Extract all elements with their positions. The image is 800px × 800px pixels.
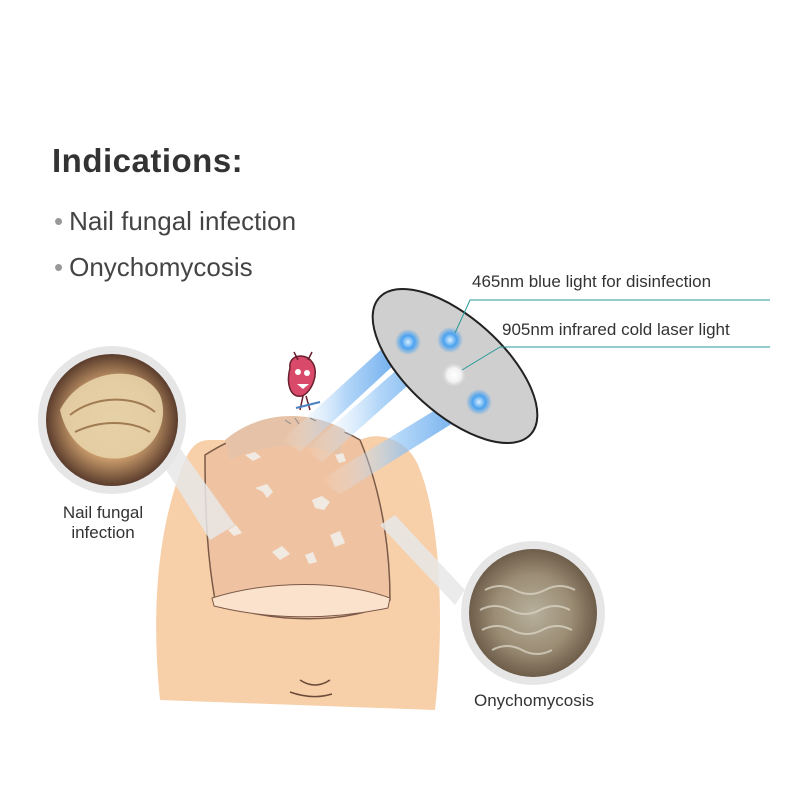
nail-fungal-photo [38, 346, 235, 540]
bullet-item: •Onychomycosis [54, 252, 253, 283]
bullet-text: Onychomycosis [69, 252, 253, 282]
bullet-text: Nail fungal infection [69, 206, 297, 236]
bullet-dot: • [54, 252, 64, 282]
germ-icon [284, 351, 321, 425]
fungal-spots [228, 452, 346, 564]
bullet-dot: • [54, 206, 64, 236]
bullet-item: •Nail fungal infection [54, 206, 296, 237]
onychomycosis-caption: Onychomycosis [474, 691, 594, 710]
heading: Indications: [52, 142, 244, 179]
blue-light-label: 465nm blue light for disinfection [472, 272, 712, 291]
nail-fungal-caption: Nail fungal infection [48, 503, 158, 543]
onychomycosis-photo [380, 515, 605, 685]
laser-device [371, 287, 539, 445]
infrared-light-label: 905nm infrared cold laser light [502, 320, 730, 339]
caption-line: Nail fungal [62, 503, 144, 522]
caption-line: infection [71, 523, 135, 542]
callout-lines [454, 299, 770, 371]
